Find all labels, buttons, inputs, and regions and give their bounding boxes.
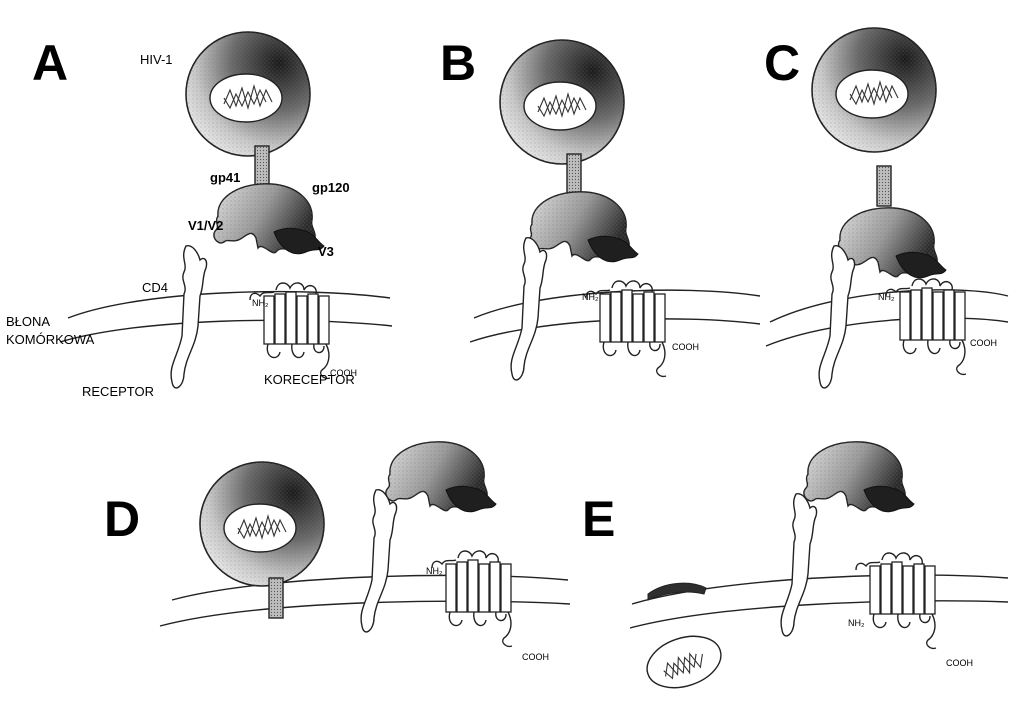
virus-particle <box>500 40 624 164</box>
label-membrane-2: KOMÓRKOWA <box>6 332 95 347</box>
virus-particle <box>812 28 936 152</box>
released-capsid <box>640 627 727 696</box>
panel-a: A HIV-1 gp41 gp120 V1/V2 V3 CD4 NH₂ COOH… <box>6 32 392 399</box>
cd4-receptor <box>511 238 546 380</box>
label-gp120: gp120 <box>312 180 350 195</box>
coreceptor <box>886 279 966 374</box>
panel-c: C NH₂ COOH <box>764 28 1008 388</box>
panel-e-letter: E <box>582 491 615 547</box>
label-cooh: COOH <box>672 342 699 352</box>
panel-b-letter: B <box>440 35 476 91</box>
membrane-e-bottom <box>630 601 1008 628</box>
label-coreceptor: KORECEPTOR <box>264 372 355 387</box>
gp41-stalk <box>255 146 269 186</box>
coreceptor <box>432 551 512 646</box>
label-nh2: NH₂ <box>426 566 443 576</box>
panel-d-letter: D <box>104 491 140 547</box>
label-cooh: COOH <box>522 652 549 662</box>
label-hiv1: HIV-1 <box>140 52 173 67</box>
gp41-stalk <box>877 166 891 206</box>
membrane-a-bottom <box>60 320 392 342</box>
gp41-stalk <box>269 578 283 618</box>
membrane-a-top <box>68 292 390 318</box>
label-cooh: COOH <box>946 658 973 668</box>
virus-particle <box>186 32 310 156</box>
gp120-protein <box>386 442 496 512</box>
panel-c-letter: C <box>764 35 800 91</box>
gp120-protein <box>214 184 324 254</box>
label-membrane-1: BŁONA <box>6 314 50 329</box>
label-nh2: NH₂ <box>582 292 599 302</box>
cd4-receptor <box>781 494 816 636</box>
panel-b: B NH₂ COOH <box>440 35 760 380</box>
label-nh2: NH₂ <box>252 298 269 308</box>
label-cd4: CD4 <box>142 280 168 295</box>
label-nh2: NH₂ <box>848 618 865 628</box>
cd4-receptor <box>819 246 854 388</box>
gp120-protein <box>804 442 914 512</box>
cd4-receptor <box>361 490 396 632</box>
label-nh2: NH₂ <box>878 292 895 302</box>
label-gp41: gp41 <box>210 170 240 185</box>
panel-e: E NH₂ COOH <box>582 442 1008 697</box>
cd4-receptor <box>171 246 206 388</box>
label-v1v2: V1/V2 <box>188 218 223 233</box>
coreceptor <box>856 553 936 648</box>
virus-particle <box>200 462 324 586</box>
label-v3: V3 <box>318 244 334 259</box>
panel-a-letter: A <box>32 35 68 91</box>
gp41-stalk <box>567 154 581 194</box>
label-receptor: RECEPTOR <box>82 384 154 399</box>
panel-d: D NH₂ COOH <box>104 442 570 662</box>
label-cooh: COOH <box>970 338 997 348</box>
